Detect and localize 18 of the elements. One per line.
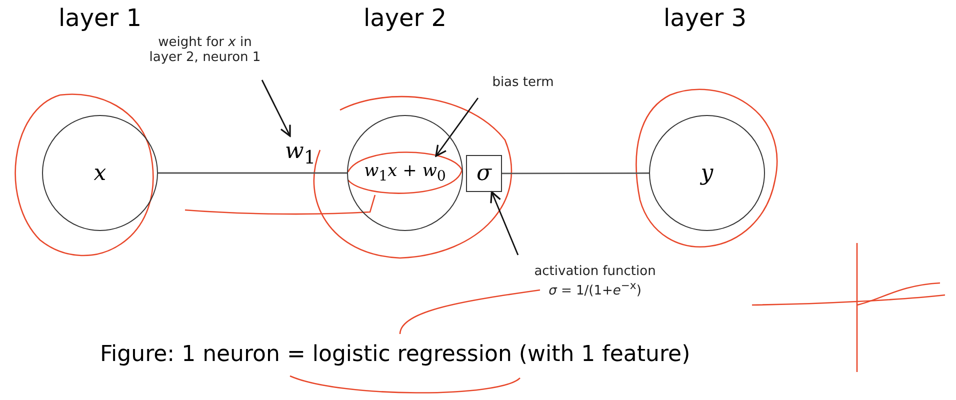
layer-label: layer 2 <box>363 4 447 32</box>
formula-text: σ = 1/(1+e$^{−x}$) <box>548 278 642 298</box>
leader-line <box>261 80 291 137</box>
edge-label: w$_{1}$ <box>285 139 316 168</box>
activation-box: σ <box>466 155 502 192</box>
annotation-text: bias term <box>492 74 554 90</box>
neuron-circle: w$_{1}$x + w$_{0}$ <box>347 115 463 231</box>
figure-caption: Figure: 1 neuron = logistic regression (with 1 feature) <box>100 342 690 367</box>
annotation-text: activation function <box>534 264 656 279</box>
connection-line <box>158 172 347 174</box>
neuron-circle: x <box>42 115 158 231</box>
annotation-text: weight for x in layer 2, neuron 1 <box>148 35 262 65</box>
connection-line <box>502 172 649 174</box>
leader-line <box>435 98 479 157</box>
layer-label: layer 3 <box>663 4 747 32</box>
leader-line <box>490 191 519 256</box>
neuron-circle: y <box>649 115 765 231</box>
layer-label: layer 1 <box>58 4 142 32</box>
